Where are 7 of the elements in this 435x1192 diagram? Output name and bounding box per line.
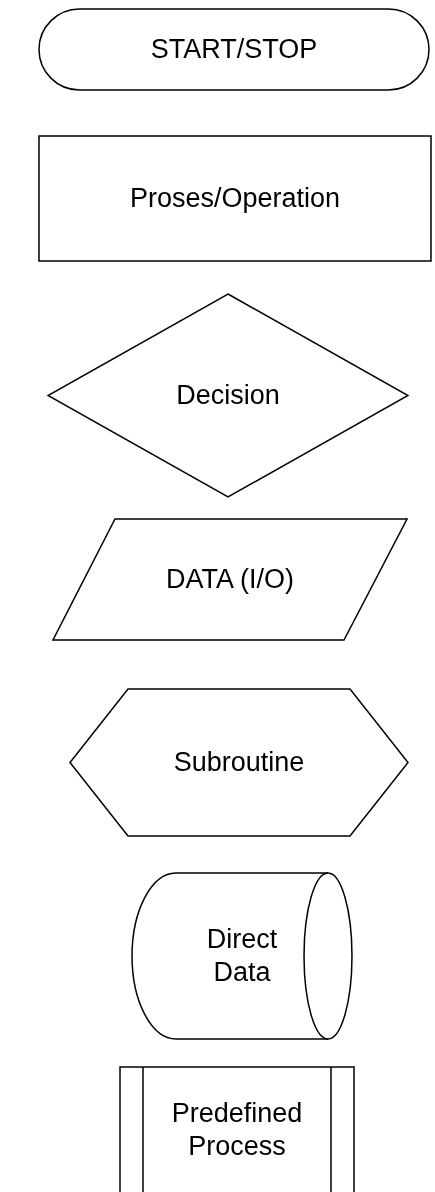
- shape-label: Direct Data: [205, 923, 279, 989]
- shape-label: Decision: [176, 379, 280, 412]
- shape-label: Proses/Operation: [129, 182, 341, 215]
- shape-label: DATA (I/O): [166, 563, 294, 596]
- shape-label: START/STOP: [150, 33, 318, 66]
- shape-label: Subroutine: [173, 746, 305, 779]
- shape-label: Predefined Process: [170, 1096, 304, 1163]
